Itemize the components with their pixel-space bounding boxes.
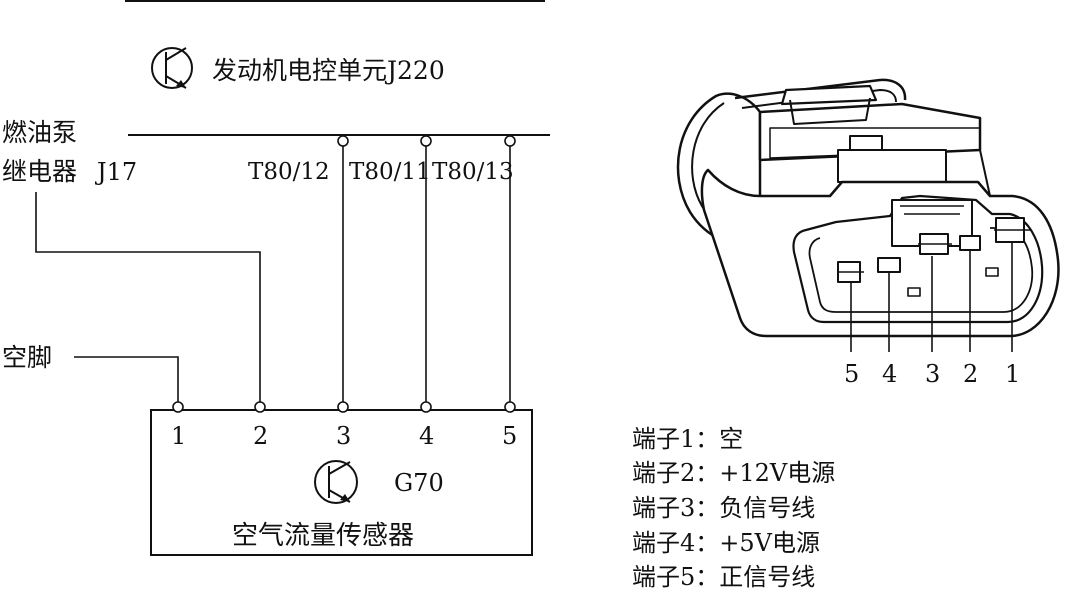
sensor-terminal (337, 401, 349, 413)
empty-pin-wire (74, 356, 179, 403)
relay-label-line1: 燃油泵 (2, 118, 77, 147)
legend-item: 端子3：负信号线 (632, 494, 815, 522)
connector-pin-number: 5 (844, 360, 859, 388)
connector-pin-number: 2 (963, 360, 978, 388)
sensor-terminal (254, 401, 266, 413)
sensor-pin-number: 5 (502, 422, 517, 450)
sensor-terminal (172, 401, 184, 413)
legend-item: 端子5：正信号线 (632, 563, 815, 591)
terminal-t80-13 (504, 135, 516, 147)
harness-pin-label: T80/13 (432, 159, 514, 185)
connector-leader-lines (850, 242, 1013, 352)
legend-item: 端子1：空 (632, 425, 743, 453)
relay-code: J17 (94, 158, 137, 186)
connector-illustration (676, 78, 1060, 338)
harness-pin-label: T80/12 (248, 159, 330, 185)
relay-label-line2: 继电器 (2, 157, 77, 186)
harness-pin-label: T80/11 (349, 159, 431, 185)
sensor-pin-number: 3 (336, 422, 351, 450)
sensor-name: 空气流量传感器 (232, 521, 414, 551)
sensor-terminal (504, 401, 516, 413)
terminal-legend: 端子1：空 端子2：+12V电源 端子3：负信号线 端子4：+5V电源 端子5：… (632, 425, 835, 591)
sensor-terminal (420, 401, 432, 413)
legend-item: 端子4：+5V电源 (632, 529, 820, 557)
sensor-transistor-icon (314, 460, 358, 504)
sensor-pin-number: 2 (253, 422, 268, 450)
sensor-pin-number: 1 (171, 422, 186, 450)
sensor-pin-number: 4 (419, 422, 434, 450)
sensor-code: G70 (394, 469, 444, 497)
legend-item: 端子2：+12V电源 (632, 459, 835, 487)
ecu-transistor-icon (151, 47, 193, 89)
ecu-label: 发动机电控单元J220 (212, 56, 445, 85)
connector-pin-number: 1 (1005, 360, 1020, 388)
empty-pin-label: 空脚 (2, 343, 52, 372)
relay-wire (35, 192, 261, 403)
connector-pin-number: 4 (882, 360, 897, 388)
terminal-t80-12 (337, 135, 349, 147)
terminal-t80-11 (420, 135, 432, 147)
connector-pin-number: 3 (925, 360, 940, 388)
